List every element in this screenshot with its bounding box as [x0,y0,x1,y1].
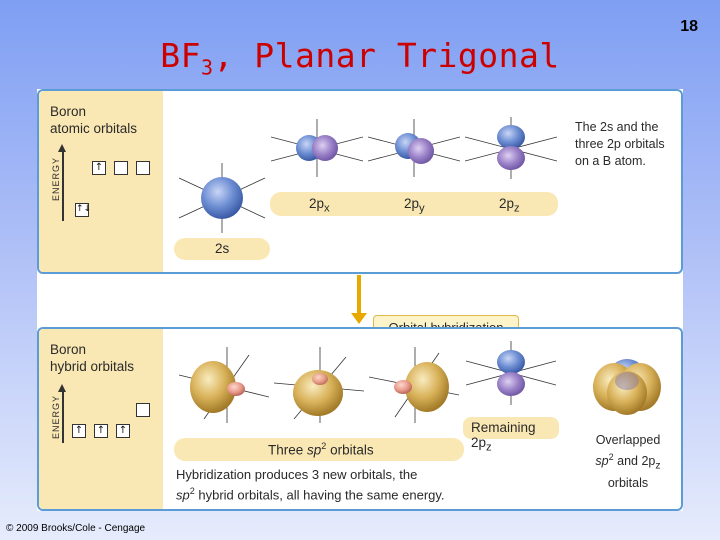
sp2-label-sup: 2 [321,441,327,451]
atomic-desc-line3: on a B atom. [575,154,646,168]
hybrid-orbitals-label: Boron hybrid orbitals [50,341,160,375]
orbital-box-2p-2 [114,161,128,175]
label-2px: 2px [309,196,330,215]
orbital-box-2s: ↑↓ [75,203,91,217]
title-main: BF [160,36,201,75]
sp2-orbital-2-icon [274,347,364,423]
overlap-sup: 2 [608,452,614,462]
remaining-2pz-label-bar: Remaining 2pz [463,417,559,454]
sp2-orbital-3-icon [369,347,459,423]
hybrid-label-line1: Boron [50,342,87,357]
remaining-2pz-orbital-icon [466,341,556,405]
label-2py-sub: y [419,202,425,215]
sp2-label-sp: sp [307,442,322,458]
title-subscript: 3 [200,55,214,80]
label-2py: 2py [404,196,425,215]
copyright-notice: © 2009 Brooks/Cole - Cengage [6,523,146,534]
atomic-orbitals-sidebar [39,91,163,272]
atomic-label-line2: atomic orbitals [50,121,138,136]
hybrid-desc-line2: sp2 hybrid orbitals, all having the same… [176,483,476,503]
label-2py-main: 2p [404,196,420,211]
atomic-orbitals-label: Boron atomic orbitals [50,103,160,137]
orbital-box-2p-1: ↑ [92,161,106,175]
sp2-label-post: orbitals [326,442,374,458]
energy-axis-bottom [59,384,65,443]
sp2-orbital-1-icon [179,347,269,423]
s-orbital-label-bar: 2s [174,238,270,260]
atomic-orbitals-description: The 2s and the three 2p orbitals on a B … [575,119,681,170]
energy-label-top: ENERGY [51,156,61,201]
overlap-line1: Overlapped [595,433,661,447]
orbital-2pz-icon [465,117,557,179]
sp2-orbitals-label: Three sp2 orbitals [268,441,374,458]
hybridization-description: Hybridization produces 3 new orbitals, t… [176,466,476,503]
hybrid-orbitals-sidebar [39,329,163,509]
hybrid-desc-sup: 2 [189,486,195,496]
orbital-2py-icon [368,119,460,177]
energy-axis-top [59,144,65,221]
remaining-2pz-label: Remaining 2pz [471,420,559,454]
orbital-box-2p-3 [136,161,150,175]
label-2s: 2s [215,241,230,256]
atomic-label-line1: Boron [50,104,87,119]
atomic-orbitals-panel: Boron atomic orbitals ENERGY ↑ ↑↓ [37,89,683,274]
overlap-rest: and 2p [613,454,656,469]
hybrid-orbitals-panel: Boron hybrid orbitals ENERGY ↑ ↑ ↑ [37,327,683,511]
hybrid-box-2pz [136,403,150,417]
slide-title: BF3, Planar Trigonal [0,36,720,80]
label-2px-main: 2p [309,196,325,211]
hybrid-desc-rest: hybrid orbitals, all having the same ene… [194,487,445,503]
remaining-label-main: Remaining 2p [471,420,536,450]
overlap-sp: sp [595,454,609,469]
hybrid-desc-line1: Hybridization produces 3 new orbitals, t… [176,467,418,482]
energy-label-bottom: ENERGY [51,394,61,439]
label-2pz-main: 2p [499,196,515,211]
hybrid-box-sp2-3: ↑ [116,424,130,438]
page-number: 18 [680,18,698,35]
label-2pz-sub: z [514,202,520,215]
atomic-desc-line1: The 2s and the [575,120,659,134]
hybrid-box-sp2-2: ↑ [94,424,108,438]
orbital-2s-icon [178,163,266,233]
remaining-label-sub: z [486,441,492,454]
sp2-orbitals-label-bar: Three sp2 orbitals [174,438,464,461]
hybridization-arrow-icon [351,275,367,324]
p-orbitals-label-bar: 2px 2py 2pz [270,192,558,216]
overlap-description: Overlapped sp2 and 2pz orbitals [587,432,669,492]
sp2-label-pre: Three [268,442,308,458]
label-2pz: 2pz [499,196,520,215]
overlapped-orbitals-icon [593,359,661,415]
orbital-figure: Boron atomic orbitals ENERGY ↑ ↑↓ [37,89,683,511]
title-rest: , Planar Trigonal [213,36,560,75]
hybrid-desc-sp: sp [176,487,190,503]
overlap-line2: sp2 and 2pz [587,449,669,475]
hybrid-box-sp2-1: ↑ [72,424,86,438]
label-2px-sub: x [324,202,330,215]
overlap-line3: orbitals [607,475,649,490]
hybrid-label-line2: hybrid orbitals [50,359,135,374]
orbital-2px-icon [271,119,363,177]
overlap-sub: z [655,460,661,472]
atomic-desc-line2: three 2p orbitals [575,137,665,151]
